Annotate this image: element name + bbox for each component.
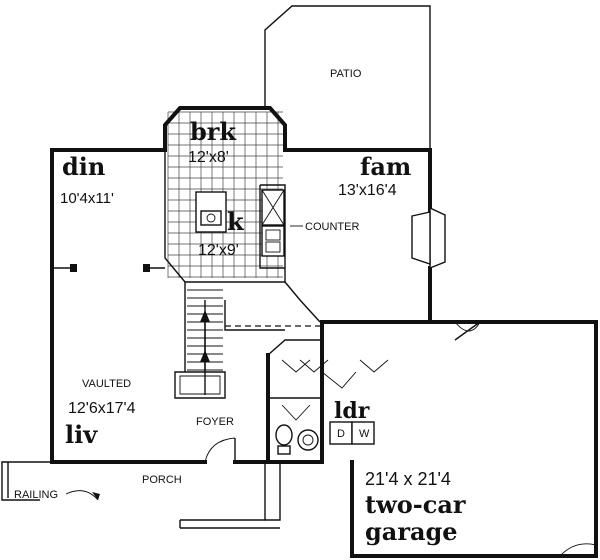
patio-label: PATIO bbox=[330, 68, 362, 80]
counter-label: COUNTER bbox=[305, 221, 359, 233]
breakfast-dim: 12'x8' bbox=[188, 149, 229, 166]
stairs bbox=[174, 289, 226, 399]
closet-shelving bbox=[281, 359, 389, 421]
room-labels: PATIO brk 12'x8' din 10'4x11' k 12'x9' C… bbox=[14, 68, 466, 546]
laundry-appliances bbox=[329, 421, 375, 445]
dryer-label: D bbox=[337, 428, 345, 440]
garage-name-line1: two-car bbox=[365, 490, 466, 519]
kitchen-name: k bbox=[227, 207, 245, 236]
garage-name-line2: garage bbox=[365, 517, 458, 546]
living-name: liv bbox=[65, 420, 98, 449]
living-dim: 12'6x17'4 bbox=[68, 400, 136, 417]
kitchen-dim: 12'x9' bbox=[198, 242, 239, 259]
breakfast-name: brk bbox=[190, 117, 237, 146]
porch-label: PORCH bbox=[142, 474, 182, 486]
laundry-name: ldr bbox=[334, 398, 370, 424]
dining-name: din bbox=[62, 152, 105, 181]
kitchen-counter bbox=[195, 189, 285, 257]
washer-label: W bbox=[359, 428, 370, 440]
doors bbox=[204, 321, 597, 557]
foyer-label: FOYER bbox=[196, 416, 234, 428]
garage-dim: 21'4 x 21'4 bbox=[365, 469, 451, 489]
dining-dim: 10'4x11' bbox=[60, 190, 114, 207]
powder-room bbox=[275, 424, 319, 455]
living-note: VAULTED bbox=[82, 378, 131, 390]
railing-label: RAILING bbox=[14, 489, 58, 501]
patio bbox=[264, 5, 431, 150]
interior-walls bbox=[52, 150, 322, 464]
fireplace bbox=[411, 206, 446, 270]
family-name: fam bbox=[360, 152, 411, 181]
porch bbox=[1, 461, 281, 529]
family-dim: 13'x16'4 bbox=[338, 182, 397, 199]
exterior-walls bbox=[50, 106, 598, 558]
